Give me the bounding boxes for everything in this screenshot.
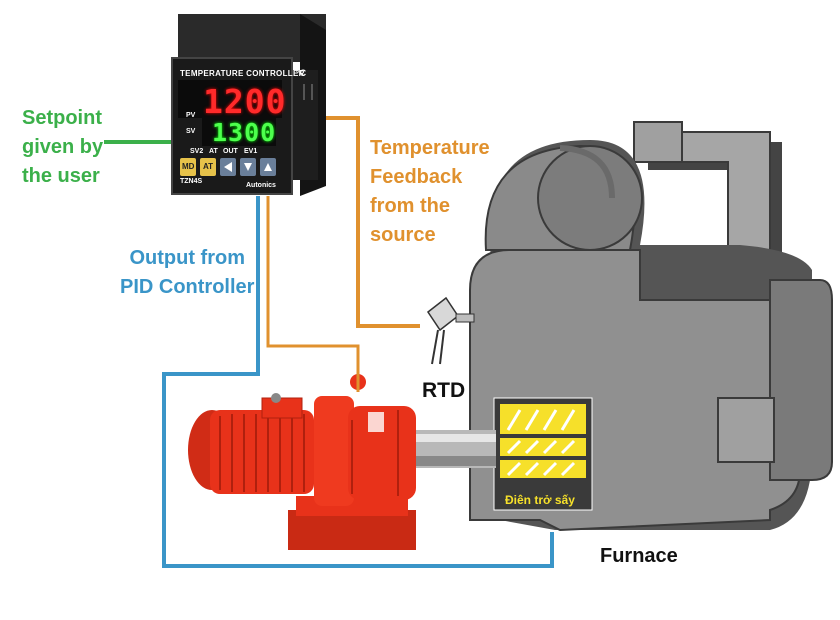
setpoint-label: Setpoint given by the user — [22, 104, 103, 191]
indicator-out: OUT — [223, 148, 238, 155]
sv-display: 1300 — [212, 118, 277, 147]
setpoint-line-2: given by — [22, 136, 104, 158]
feedback-line-1: Temperature — [370, 137, 490, 159]
feedback-line-3: from the — [370, 195, 450, 217]
motor-shaft — [408, 430, 496, 468]
heater-label: Điên trở sấy — [505, 493, 575, 507]
heater-window — [493, 397, 593, 511]
furnace — [469, 121, 833, 532]
pv-display: 1200 — [203, 82, 287, 121]
at-button[interactable]: AT — [203, 162, 214, 171]
indicator-sv2: SV2 — [190, 148, 204, 155]
rtd-sensor-icon — [426, 296, 475, 365]
furnace-label: Furnace — [600, 545, 678, 567]
controller-brand: Autonics — [246, 182, 276, 189]
output-line-to-motor — [266, 196, 360, 392]
rtd-label: RTD — [422, 379, 466, 402]
indicator-at: AT — [209, 148, 218, 155]
output-line-to-heater — [162, 196, 554, 568]
motor — [188, 374, 416, 550]
controller-model: TZN4S — [180, 178, 203, 185]
feedback-line-4: source — [370, 224, 436, 246]
pid-output-label: Output from PID Controller — [120, 244, 254, 302]
md-button[interactable]: MD — [182, 162, 195, 171]
indicator-ev1: EV1 — [244, 148, 258, 155]
pid-output-line-2: PID Controller — [120, 276, 255, 298]
pv-label: PV — [186, 112, 196, 119]
setpoint-line-1: Setpoint — [22, 107, 102, 129]
sv-label: SV — [186, 128, 196, 135]
feedback-line-2: Feedback — [370, 166, 463, 188]
setpoint-line-3: the user — [22, 165, 100, 187]
feedback-line — [318, 116, 420, 328]
pid-output-line-1: Output from — [129, 247, 245, 269]
controller-title: TEMPERATURE CONTROLLER — [180, 69, 305, 78]
temperature-controller — [171, 14, 326, 196]
controller-unit: °C — [296, 68, 307, 78]
feedback-label: Temperature Feedback from the source — [370, 134, 490, 250]
